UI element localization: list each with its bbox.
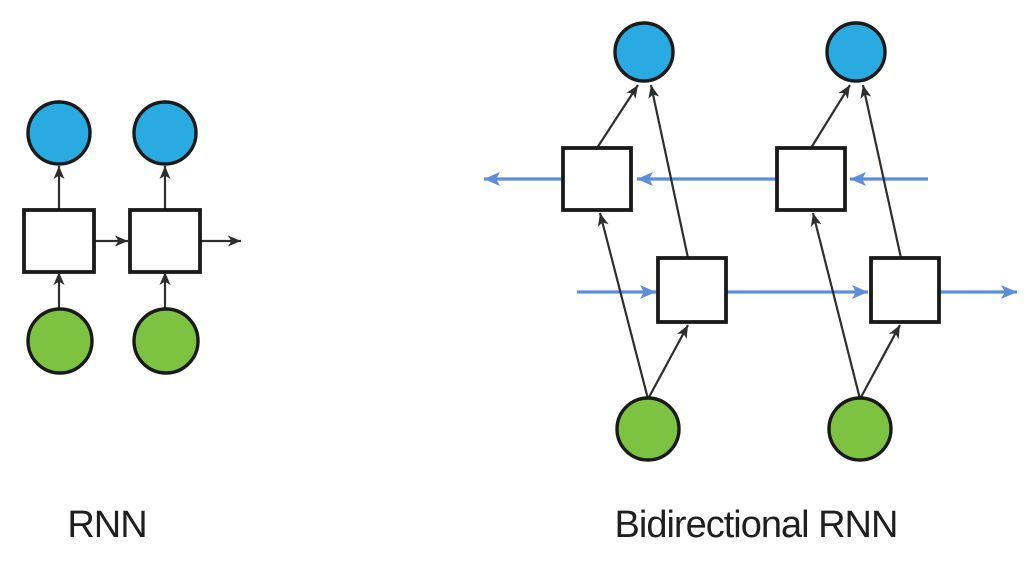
birnn-output-node-1 bbox=[613, 21, 675, 83]
bidirectional-rnn-diagram: Bidirectional RNN bbox=[484, 21, 1017, 546]
rnn-hidden-node-1 bbox=[22, 208, 96, 274]
rnn-input-node-1 bbox=[26, 307, 94, 375]
rnn-label: RNN bbox=[67, 504, 146, 546]
birnn-input-node-2 bbox=[827, 396, 893, 462]
birnn-input-node-1 bbox=[615, 396, 681, 462]
birnn-forward-hidden-node-2 bbox=[869, 256, 941, 324]
birnn-input-to-backward-arrow-1 bbox=[597, 212, 650, 400]
rnn-input-node-2 bbox=[132, 307, 200, 375]
birnn-output-node-2 bbox=[825, 21, 887, 83]
birnn-backward-to-output-arrow-2 bbox=[810, 84, 851, 149]
birnn-input-to-forward-arrow-1 bbox=[647, 324, 689, 400]
birnn-input-to-backward-arrow-2 bbox=[810, 212, 862, 400]
birnn-forward-to-output-arrow-2 bbox=[860, 84, 903, 259]
birnn-backward-to-output-arrow-1 bbox=[596, 84, 639, 149]
birnn-input-to-forward-arrow-2 bbox=[859, 324, 901, 400]
bidirectional-rnn-label: Bidirectional RNN bbox=[615, 504, 898, 546]
rnn-diagram: RNN bbox=[22, 100, 241, 546]
birnn-forward-hidden-node-1 bbox=[656, 256, 728, 324]
rnn-output-node-2 bbox=[132, 100, 198, 166]
birnn-backward-hidden-node-2 bbox=[775, 146, 847, 212]
rnn-hidden-node-2 bbox=[128, 208, 202, 274]
rnn-output-node-1 bbox=[26, 100, 92, 166]
birnn-forward-to-output-arrow-1 bbox=[648, 84, 690, 259]
birnn-backward-hidden-node-1 bbox=[561, 146, 633, 212]
